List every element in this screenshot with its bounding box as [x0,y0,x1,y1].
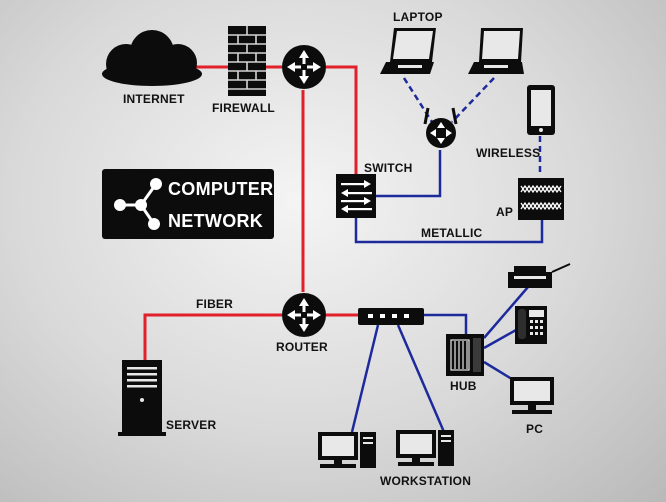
label-metallic: METALLIC [421,226,483,240]
network-share-icon [114,178,162,230]
link-top-router-switch [326,65,358,174]
link-router-server [143,313,282,360]
server-icon [118,360,166,436]
wireless-router-icon [423,107,458,148]
router-icon [282,293,326,337]
link-device-workstation-2 [396,324,446,433]
link-switch-ap [354,218,544,244]
desk-phone-icon [515,306,547,344]
label-pc: PC [526,422,544,436]
label-fiber: FIBER [196,297,233,311]
firewall-icon [228,26,266,96]
label-wireless: WIRELESS [476,146,541,160]
label-internet: INTERNET [123,92,185,106]
printer-icon [508,263,571,288]
link-hub-printer [483,286,529,339]
laptop-icon [468,28,524,74]
link-device-hub [424,313,468,334]
workstation-icon [396,430,454,466]
mobile-phone-icon [527,85,555,135]
workstation-icon [318,432,376,468]
title-line-computer: COMPUTER [168,179,274,199]
label-laptop: LAPTOP [393,10,443,24]
cloud-icon [102,30,202,86]
top-router-icon [282,45,326,89]
label-server: SERVER [166,418,217,432]
label-switch: SWITCH [364,161,413,175]
network-device-icon [358,308,424,325]
link-switch-wireless-router [376,150,442,198]
link-hub-phone [483,328,517,350]
link-device-workstation-1 [350,324,380,433]
label-firewall: FIREWALL [212,101,275,115]
access-point-icon [518,178,564,220]
fiber-links [143,65,358,360]
label-ap: AP [496,205,514,219]
pc-icon [510,377,554,414]
wireless-links [402,77,542,176]
switch-icon [336,174,376,218]
laptop-icon [380,28,436,74]
wireless-link-laptop-2 [451,77,495,123]
hub-icon [446,334,484,376]
title-line-network: NETWORK [168,211,264,231]
title-block: COMPUTER NETWORK [102,169,274,239]
label-hub: HUB [450,379,477,393]
label-router: ROUTER [276,340,328,354]
label-workstation: WORKSTATION [380,474,472,488]
